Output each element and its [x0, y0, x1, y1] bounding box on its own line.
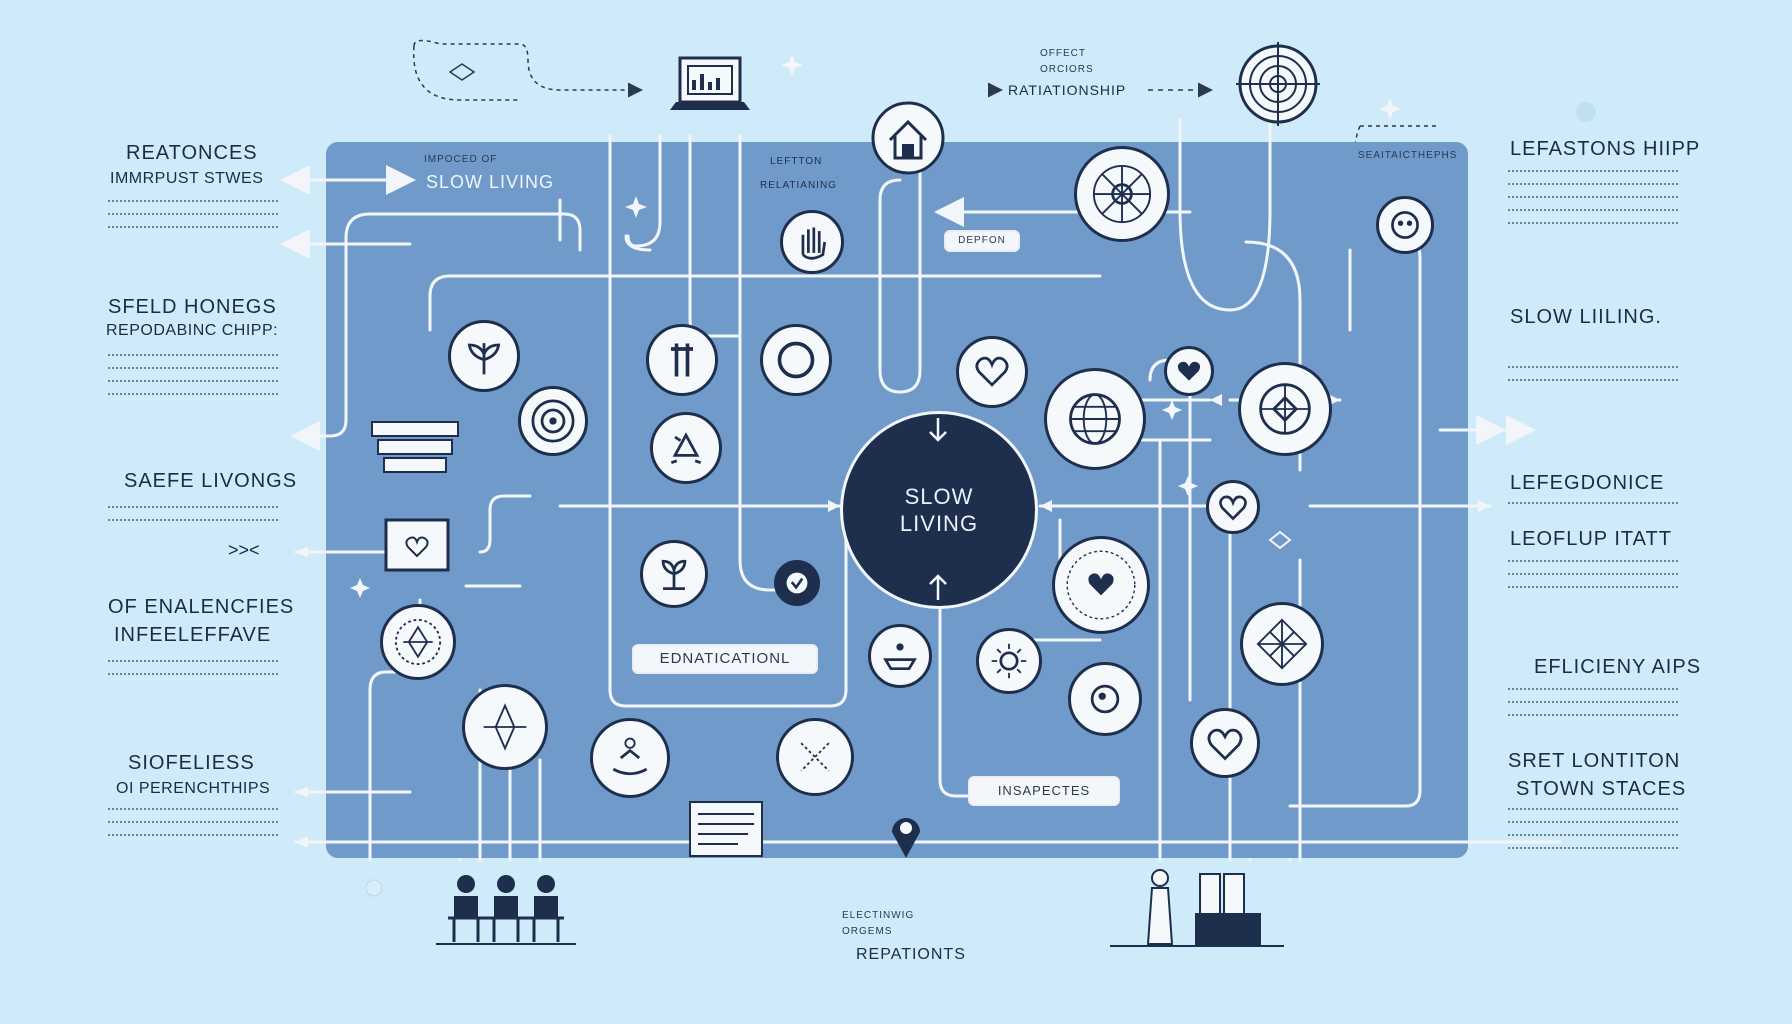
panel-header-title: SLOW LIVING [426, 172, 555, 192]
right-lines-2 [1508, 366, 1678, 392]
panel-header-small: IMPOCED OF [424, 154, 498, 165]
left-title-4: OF ENALENCFIES [108, 596, 295, 618]
heart-pendant-icon [1052, 536, 1150, 634]
small-heart-icon [1164, 346, 1214, 396]
crossed-icon [776, 718, 854, 796]
recycle-icon [650, 412, 722, 484]
compass-icon [1238, 362, 1332, 456]
right-title-4: EFLICIENY AIPS [1534, 656, 1702, 678]
left-subtitle-4: INFEELEFFAVE [114, 624, 272, 646]
network-icon [1074, 146, 1170, 242]
top-effect-1: OFFECT [1040, 48, 1086, 59]
bottom-small: ELECTINWIG [842, 910, 915, 921]
lotus-icon [380, 604, 456, 680]
mandala-icon [462, 684, 548, 770]
frame-heart-icon [382, 516, 452, 574]
face-icon [1376, 196, 1434, 254]
right-lines-5 [1508, 808, 1678, 860]
location-pin-icon [888, 810, 924, 860]
panel-box-label: DEPFON [944, 230, 1020, 252]
people-icon [436, 870, 576, 946]
target-icon [1236, 42, 1320, 126]
ring-icon [760, 324, 832, 396]
left-lines-2 [108, 354, 278, 406]
bottom-small-2: ORGEMS [842, 926, 893, 937]
right-title-5: SRET LONTITON [1508, 750, 1681, 772]
heart-check-icon [774, 560, 820, 606]
center-line-2: LIVING [899, 511, 979, 536]
left-lines-4 [108, 660, 278, 686]
geometric-icon [1240, 602, 1324, 686]
left-lines-3 [108, 506, 278, 532]
left-arrows-glyph: >>< [228, 540, 260, 560]
right-title-3: LEFEGDONICE [1510, 472, 1665, 494]
cell-icon [1068, 662, 1142, 736]
document-icon [688, 800, 764, 858]
plant-leaves-icon [448, 320, 520, 392]
left-title-5: SIOFELIESS [128, 752, 255, 774]
left-title-1: REATONCES [126, 142, 258, 164]
stack-icon [370, 420, 462, 484]
left-subtitle-5: OI PERENCHTHIPS [116, 780, 271, 797]
spiral-icon [518, 386, 588, 456]
left-lines-1 [108, 200, 278, 239]
bottom-main: REPATIONTS [856, 946, 966, 963]
right-subtitle-3: LEOFLUP ITATT [1510, 528, 1672, 550]
panel-top-mid-2: RELATIANING [760, 180, 837, 191]
left-subtitle-2: REPODABINC CHIPP: [106, 322, 279, 339]
tools-icon [646, 324, 718, 396]
right-lines-1 [1508, 170, 1678, 235]
heart-outline-icon [1190, 708, 1260, 778]
right-lines-3a [1508, 502, 1678, 515]
right-subtitle-5: STOWN STACES [1516, 778, 1687, 800]
left-title-2: SFELD HONEGS [108, 296, 277, 318]
right-title-2: SLOW LIILING. [1510, 306, 1662, 328]
globe-icon [1044, 368, 1146, 470]
top-right-small: SEAITAICTHEPHS [1358, 150, 1458, 161]
center-line-1: SLOW [904, 484, 974, 509]
seedling-icon [640, 540, 708, 608]
hand-icon [780, 210, 844, 274]
top-relationship: RATIATIONSHIP [1008, 82, 1127, 98]
right-title-1: LEFASTONS HIIPP [1510, 138, 1701, 160]
boat-icon [868, 624, 932, 688]
person-buildings-icon [1110, 866, 1284, 948]
left-title-3: SAEFE LIVONGS [124, 470, 298, 492]
slow-living-center-node[interactable]: SLOW LIVING [840, 411, 1038, 609]
panel-top-mid-1: LEFTTON [770, 156, 823, 167]
heart-icon [1206, 480, 1260, 534]
house-icon [870, 100, 946, 176]
heart-bubble-icon [956, 336, 1028, 408]
left-lines-5 [108, 808, 278, 847]
left-subtitle-1: IMMRPUST STWES [110, 170, 264, 187]
sun-icon [976, 628, 1042, 694]
label-edna: EDNATICATIONL [632, 644, 818, 674]
label-insapectes: INSAPECTES [968, 776, 1120, 806]
meditation-icon [590, 718, 670, 798]
right-lines-3b [1508, 560, 1678, 599]
laptop-chart-icon [664, 54, 756, 116]
right-lines-4 [1508, 688, 1678, 727]
top-effect-2: ORCIORS [1040, 64, 1094, 75]
